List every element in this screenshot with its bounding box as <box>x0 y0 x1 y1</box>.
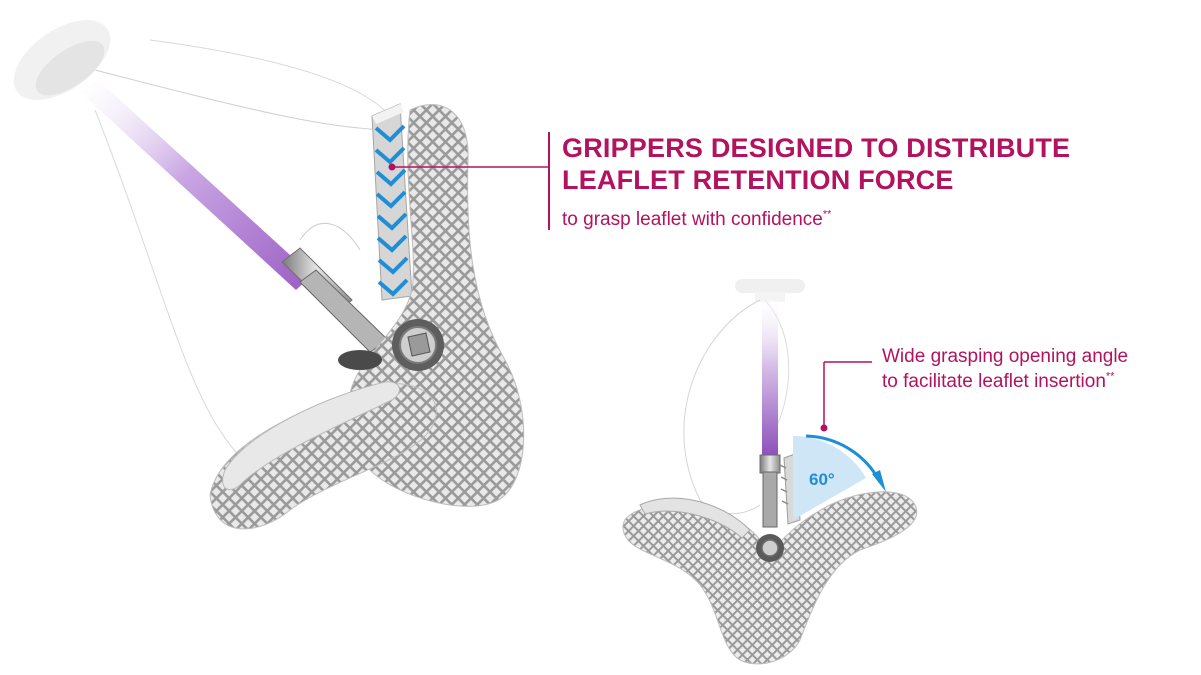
callout-leader-line <box>388 163 548 171</box>
chevron-down-icon <box>374 124 409 297</box>
opening-angle-callout: Wide grasping opening angle to facilitat… <box>882 344 1200 394</box>
opening-callout-line-2-text: to facilitate leaflet insertion <box>882 371 1106 392</box>
arrow-head-icon <box>872 470 886 492</box>
footnote-mark: ** <box>822 208 832 221</box>
grippers-callout-subtitle: to grasp leaflet with confidence** <box>562 209 831 231</box>
subtitle-text: to grasp leaflet with confidence <box>562 209 823 230</box>
angle-value-label: 60° <box>809 470 835 489</box>
opening-callout-line-1: Wide grasping opening angle <box>882 346 1129 367</box>
title-line-1: GRIPPERS DESIGNED TO DISTRIBUTE <box>562 133 1071 163</box>
large-device <box>13 20 525 530</box>
opening-callout-line-2: to facilitate leaflet insertion** <box>882 369 1200 394</box>
opening-angle-indicator <box>793 434 886 520</box>
callout-divider <box>548 132 550 230</box>
small-device <box>622 279 918 665</box>
callout2-leader-line <box>820 361 872 432</box>
grippers-callout-title: GRIPPERS DESIGNED TO DISTRIBUTE LEAFLET … <box>562 132 1070 196</box>
footnote-mark: ** <box>1105 370 1115 383</box>
title-line-2: LEAFLET RETENTION FORCE <box>562 165 954 195</box>
